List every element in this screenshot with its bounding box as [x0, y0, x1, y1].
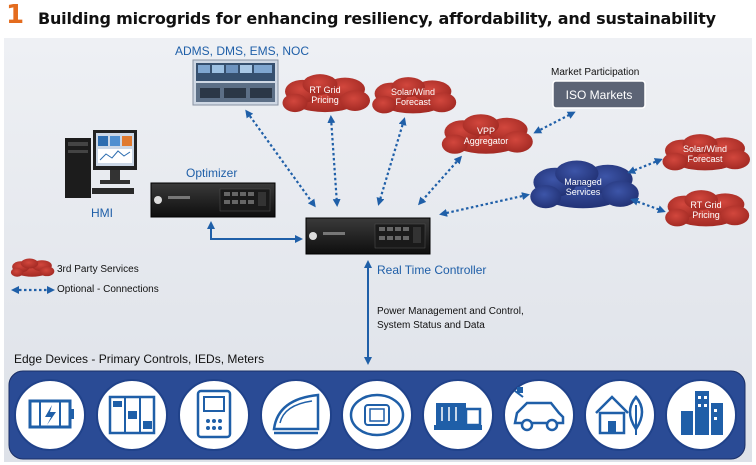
connector-vpp-iso	[533, 111, 576, 134]
market-participation-label: Market Participation	[551, 67, 640, 78]
relay-icon	[341, 379, 413, 451]
power-mgmt-label-line1: Power Management and Control,	[377, 306, 524, 317]
cloud-text-line: Services	[565, 187, 601, 197]
rtc-rack-icon	[305, 217, 431, 255]
generator-icon	[422, 379, 494, 451]
building-icon	[665, 379, 737, 451]
hmi-workstation-icon	[65, 130, 137, 198]
cloud-solar-wind-forecast-1-text: Solar/Wind Forecast	[388, 87, 438, 107]
cloud-text-line: RT Grid	[309, 85, 341, 95]
cloud-text-line: Aggregator	[463, 136, 509, 146]
cloud-text-line: Forecast	[395, 97, 431, 107]
optimizer-label: Optimizer	[186, 166, 238, 180]
iso-markets-box	[552, 80, 646, 109]
connector-pricing-rtc	[327, 115, 341, 207]
solar-panel-icon	[260, 379, 332, 451]
optimizer-rack-icon	[150, 182, 276, 218]
legend-optional-label: Optional - Connections	[57, 284, 159, 295]
switchgear-icon	[96, 379, 168, 451]
edge-devices-label: Edge Devices - Primary Controls, IEDs, M…	[14, 352, 265, 366]
control-room-image	[192, 59, 279, 106]
power-mgmt-label-line2: System Status and Data	[377, 320, 485, 331]
cloud-solar-wind-forecast-2-text: Solar/Wind Forecast	[680, 144, 730, 164]
connector-managed-forecast	[627, 158, 663, 174]
home-icon	[584, 379, 656, 451]
cloud-text-line: RT Grid	[690, 200, 722, 210]
cloud-rt-grid-pricing-2-text: RT Grid Pricing	[681, 200, 731, 220]
connector-vpp-rtc	[418, 155, 462, 206]
page-title: Building microgrids for enhancing resili…	[38, 9, 716, 28]
rtc-label: Real Time Controller	[377, 263, 487, 277]
cloud-vpp-aggregator-text: VPP Aggregator	[461, 126, 511, 146]
connector-managed-pricing	[630, 197, 666, 214]
connector-noc-rtc	[245, 109, 316, 208]
cloud-text-line: Pricing	[311, 95, 339, 105]
cloud-text-line: Pricing	[692, 210, 720, 220]
battery-icon	[14, 379, 86, 451]
cloud-text-line: Forecast	[687, 154, 723, 164]
hmi-label: HMI	[91, 206, 113, 220]
cloud-text-line: Solar/Wind	[390, 87, 435, 97]
iso-markets-label: ISO Markets	[565, 88, 633, 102]
ev-charging-icon	[503, 379, 575, 451]
meter-icon	[178, 379, 250, 451]
connector-optimizer-rtc	[207, 221, 303, 243]
noc-label: ADMS, DMS, EMS, NOC	[175, 44, 310, 58]
legend-third-party-label: 3rd Party Services	[57, 264, 139, 275]
cloud-text-line: Solar/Wind	[682, 144, 727, 154]
connector-forecast-rtc	[376, 117, 407, 206]
cloud-managed-services-text: Managed Services	[558, 177, 608, 197]
cloud-text-line: Managed	[564, 177, 602, 187]
cloud-rt-grid-pricing-1-text: RT Grid Pricing	[300, 85, 350, 105]
section-number: 1	[6, 0, 25, 30]
cloud-text-line: VPP	[476, 126, 495, 136]
